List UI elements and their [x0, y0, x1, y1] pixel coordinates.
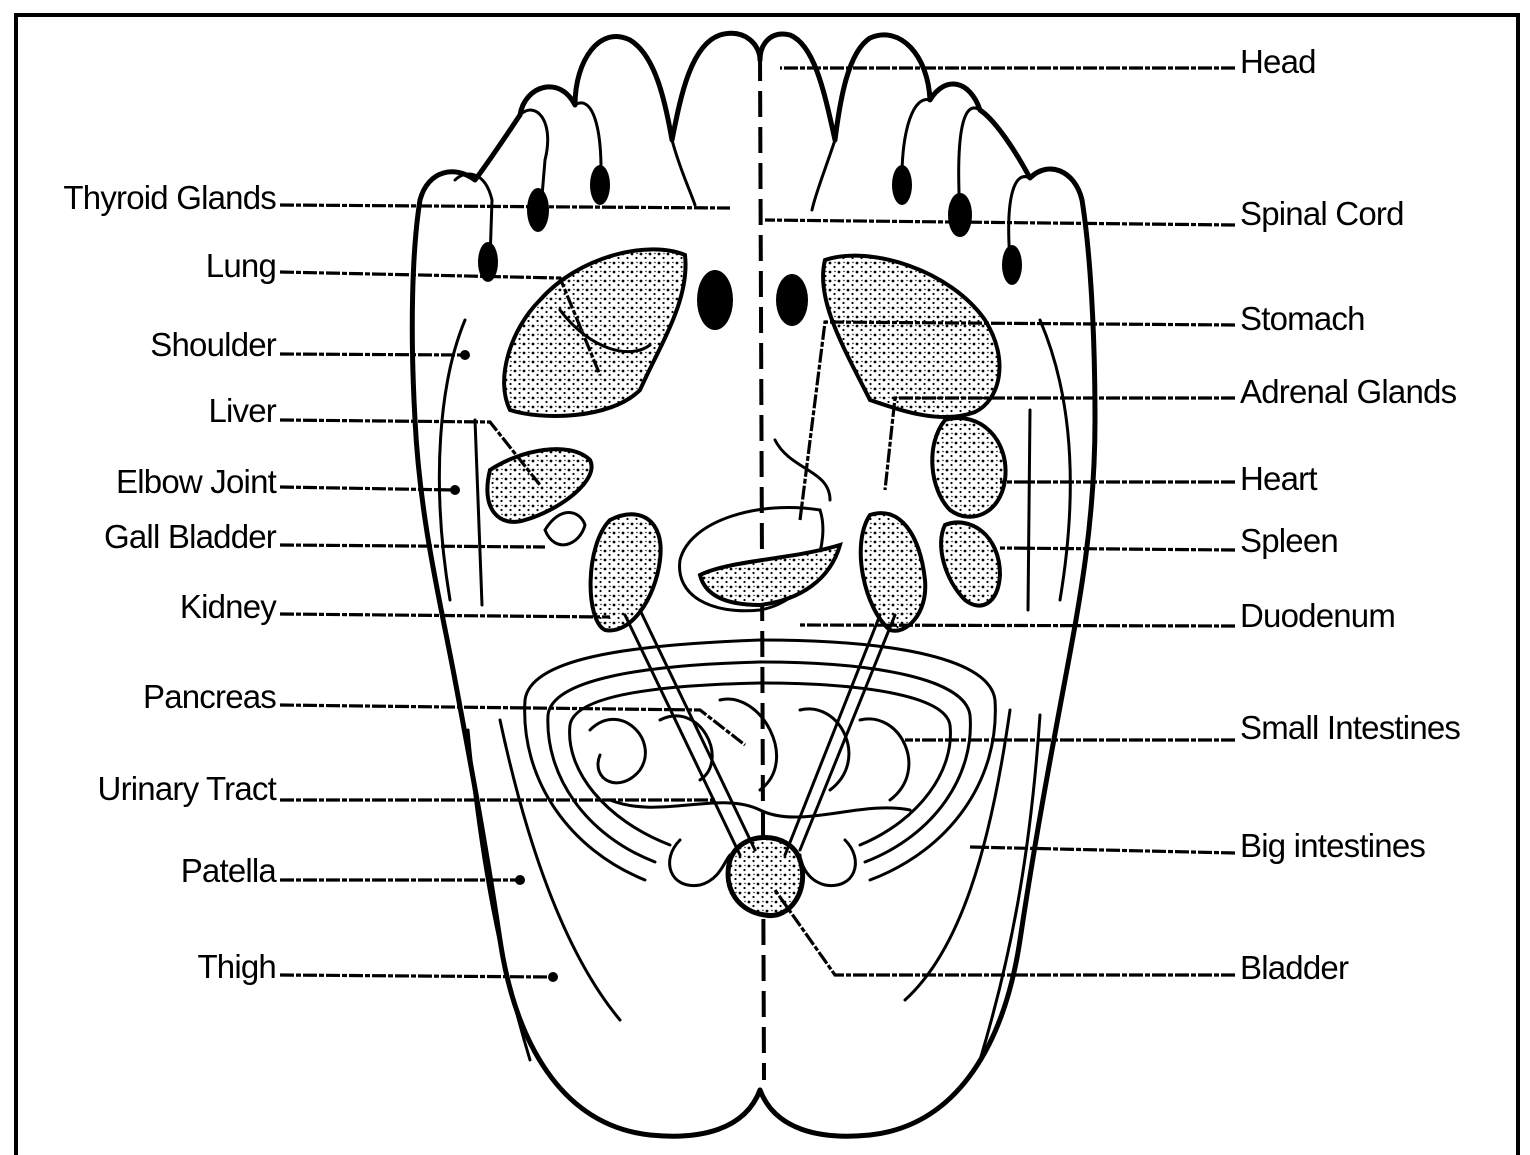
label-spleen: Spleen: [1240, 522, 1338, 559]
duodenum-organ: [700, 545, 840, 605]
label-kidney: Kidney: [180, 588, 277, 625]
heart-organ: [932, 418, 1005, 517]
label-small-intestines: Small Intestines: [1240, 709, 1460, 746]
label-thigh: Thigh: [197, 948, 276, 985]
label-stomach: Stomach: [1240, 300, 1365, 337]
label-urinary-tract: Urinary Tract: [98, 770, 277, 807]
kidney-organ-right: [861, 513, 926, 631]
left-labels: Thyroid Glands Lung Shoulder Liver Elbow…: [63, 179, 277, 985]
label-adrenal-glands: Adrenal Glands: [1240, 373, 1457, 410]
label-duodenum: Duodenum: [1240, 597, 1395, 634]
label-heart: Heart: [1240, 460, 1317, 497]
label-patella: Patella: [181, 852, 278, 889]
stomach-organ: [823, 256, 999, 417]
label-liver: Liver: [208, 392, 276, 429]
liver-organ: [487, 449, 591, 522]
label-head: Head: [1240, 43, 1316, 80]
label-pancreas: Pancreas: [143, 678, 276, 715]
label-thyroid-glands: Thyroid Glands: [63, 179, 276, 216]
label-shoulder: Shoulder: [150, 326, 277, 363]
right-labels: Head Spinal Cord Stomach Adrenal Glands …: [1240, 43, 1460, 986]
label-big-intestines: Big intestines: [1240, 827, 1425, 864]
lung-organ: [504, 249, 685, 416]
label-lung: Lung: [206, 247, 276, 284]
label-gall-bladder: Gall Bladder: [104, 518, 277, 555]
label-bladder: Bladder: [1240, 949, 1349, 986]
bladder-organ: [728, 838, 803, 916]
kidney-organ-left: [591, 514, 661, 630]
label-elbow-joint: Elbow Joint: [116, 463, 277, 500]
label-spinal-cord: Spinal Cord: [1240, 195, 1404, 232]
spleen-organ: [941, 522, 1000, 605]
